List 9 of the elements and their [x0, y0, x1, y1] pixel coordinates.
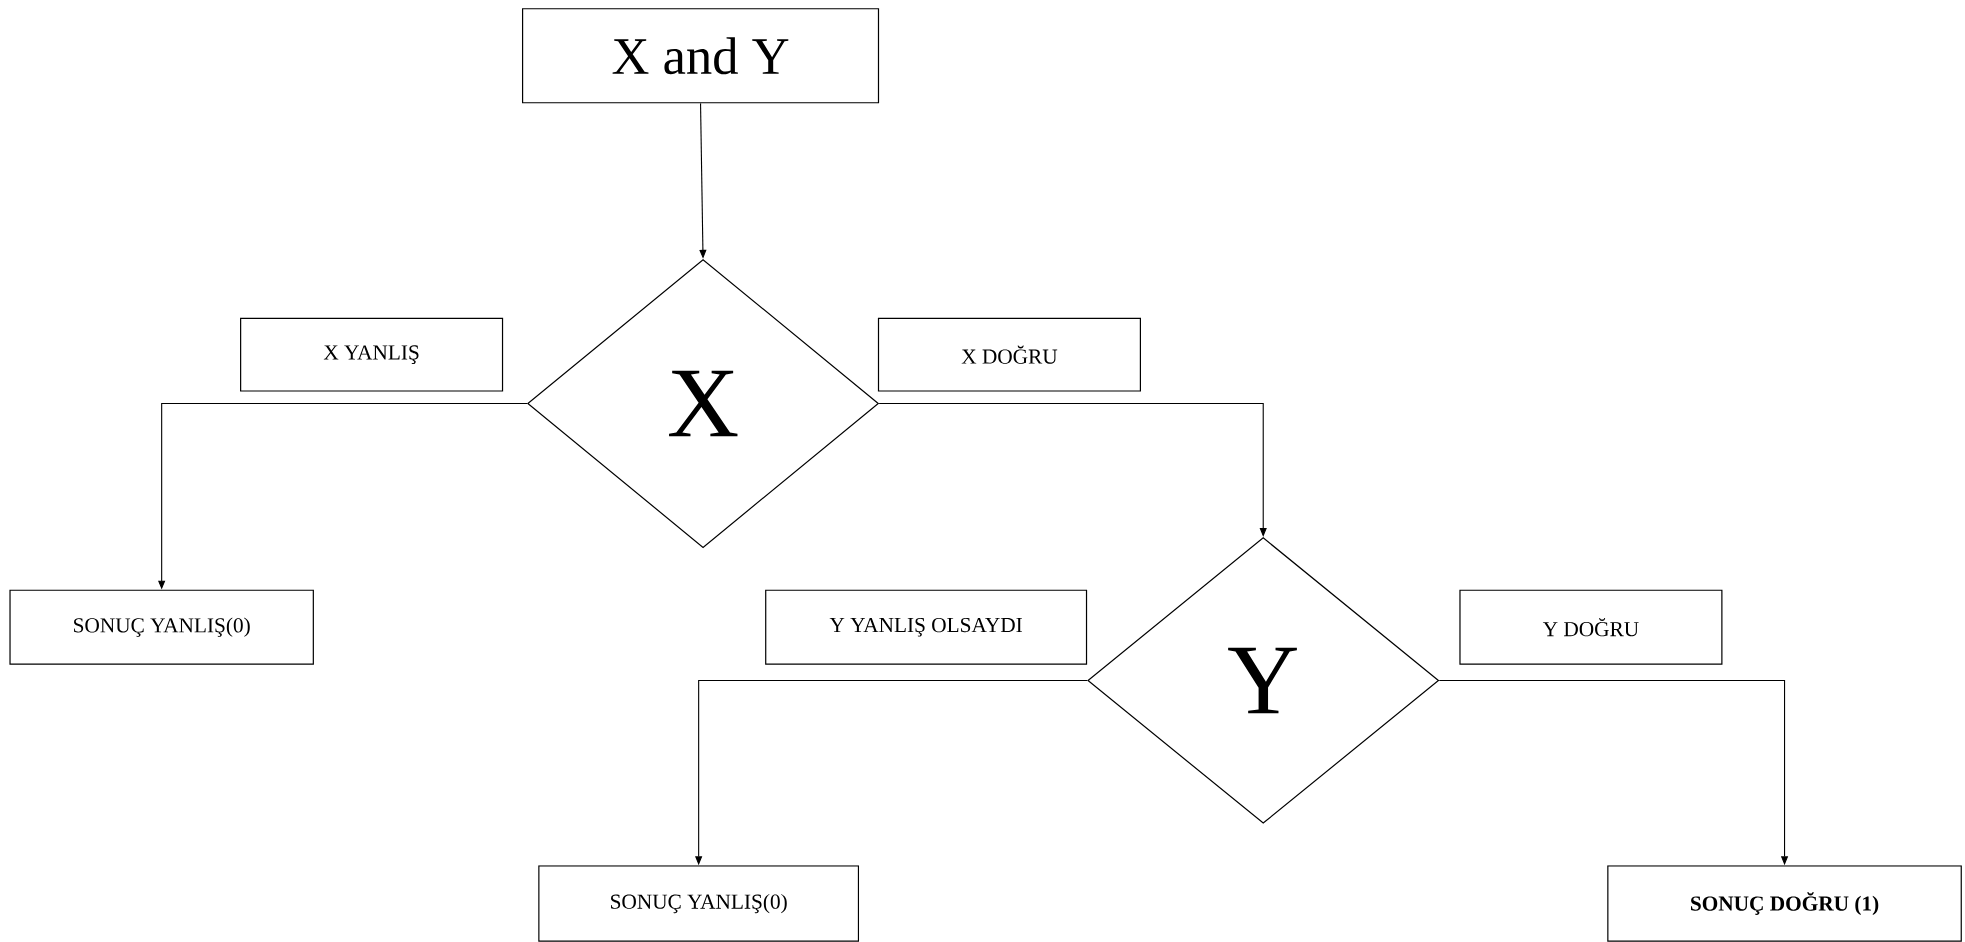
branch-label-box: Y DOĞRU — [1459, 589, 1723, 665]
branch-label-box: X DOĞRU — [877, 317, 1141, 392]
result-box: SONUÇ DOĞRU (1) — [1607, 865, 1962, 942]
branch-label-box: Y YANLIŞ OLSAYDI — [765, 589, 1088, 665]
branch-label-box: X YANLIŞ — [240, 317, 504, 392]
result-box: SONUÇ YANLIŞ(0) — [9, 589, 314, 665]
result-box: SONUÇ YANLIŞ(0) — [538, 865, 860, 942]
start-box: X and Y — [522, 8, 880, 104]
arrow — [878, 402, 1267, 537]
